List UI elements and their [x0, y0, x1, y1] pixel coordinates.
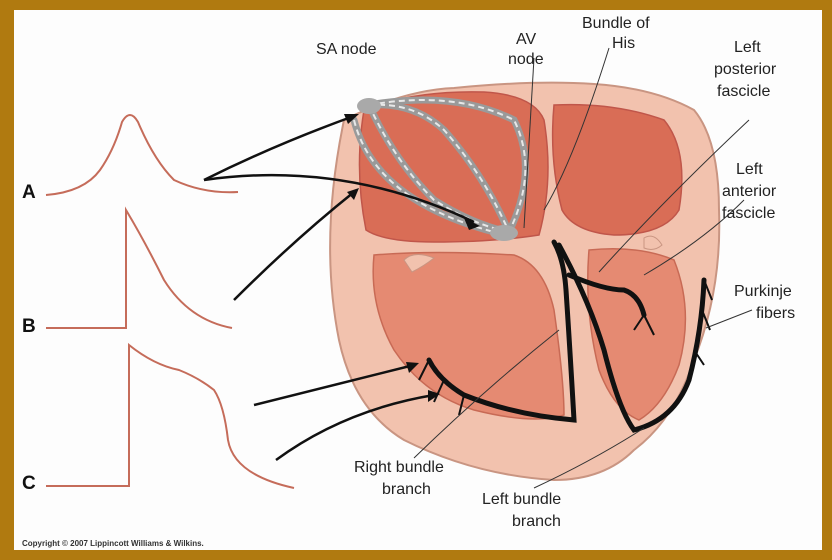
label-left-anterior-3: fascicle — [722, 204, 775, 223]
label-left-posterior-1: Left — [734, 38, 761, 57]
sa-node — [357, 98, 381, 114]
diagram-panel: A B C SA node AV node Bundle of His Left… — [14, 10, 822, 550]
label-left-posterior-3: fascicle — [717, 82, 770, 101]
waveform-label-c: C — [22, 473, 36, 495]
label-left-posterior-2: posterior — [714, 60, 776, 79]
waveform-c — [46, 345, 294, 488]
waveform-label-a: A — [22, 182, 36, 204]
label-left-bundle-2: branch — [512, 512, 561, 531]
label-bundle-his-1: Bundle of — [582, 14, 650, 33]
label-purkinje-2: fibers — [756, 304, 795, 323]
label-sa-node: SA node — [316, 40, 377, 59]
waveform-a — [46, 115, 238, 195]
label-right-bundle-1: Right bundle — [354, 458, 444, 477]
label-av-node-1: AV — [516, 30, 536, 49]
copyright-notice: Copyright © 2007 Lippincott Williams & W… — [22, 539, 204, 548]
waveform-label-b: B — [22, 316, 36, 338]
label-right-bundle-2: branch — [382, 480, 431, 499]
label-left-anterior-2: anterior — [722, 182, 776, 201]
label-bundle-his-2: His — [612, 34, 635, 53]
label-purkinje-1: Purkinje — [734, 282, 792, 301]
label-left-bundle-1: Left bundle — [482, 490, 561, 509]
label-av-node-2: node — [508, 50, 544, 69]
waveform-b — [46, 210, 232, 328]
av-node — [490, 225, 518, 241]
label-left-anterior-1: Left — [736, 160, 763, 179]
left-atrium — [553, 105, 682, 235]
